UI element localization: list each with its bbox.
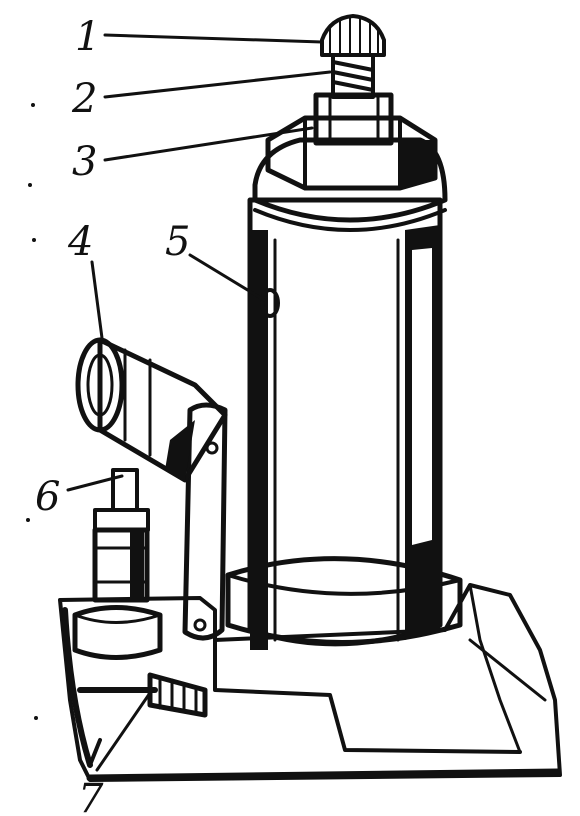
label-6: 6 <box>35 474 60 520</box>
jack-ram <box>265 14 438 191</box>
leader-line-2 <box>103 70 332 99</box>
pump-assembly <box>72 337 228 660</box>
scan-specks <box>26 103 38 720</box>
jack-cylinder <box>225 137 463 650</box>
leader-line-4 <box>90 260 104 340</box>
label-5: 5 <box>165 219 190 265</box>
leader-line-3 <box>103 126 314 162</box>
label-3: 3 <box>72 139 97 185</box>
release-screw <box>77 672 208 718</box>
leader-line-1 <box>103 33 324 44</box>
leader-lines <box>66 33 332 772</box>
jack-base <box>58 583 562 782</box>
label-1: 1 <box>75 14 100 60</box>
leader-line-6 <box>66 474 124 492</box>
leader-line-5 <box>188 253 266 302</box>
callout-labels: 1 2 3 4 5 6 7 <box>35 14 190 816</box>
label-7: 7 <box>78 776 104 816</box>
leader-line-7 <box>95 688 154 772</box>
label-2: 2 <box>71 76 97 122</box>
label-4: 4 <box>67 219 93 265</box>
